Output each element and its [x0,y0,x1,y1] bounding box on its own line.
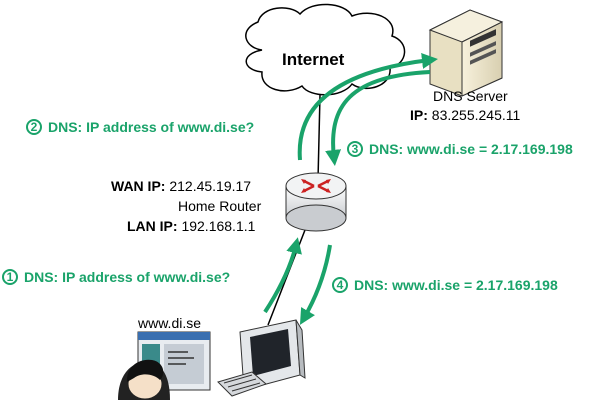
dns-server-ip-label: IP: [410,107,428,123]
dns-server-ip-row: IP: 83.255.245.11 [410,107,520,123]
router-wan-ip: 212.45.19.17 [169,178,252,194]
router-wan-row: WAN IP: 212.45.19.17 [111,178,251,194]
computer-icon [217,319,306,397]
arrow-4 [299,244,332,325]
router-name: Home Router [178,198,262,214]
home-router-icon [285,172,347,232]
step-3: 3 DNS: www.di.se = 2.17.169.198 [347,140,573,158]
router-wan-label: WAN IP: [111,178,166,194]
step-1: 1 DNS: IP address of www.di.se? [2,268,230,286]
router-lan-row: LAN IP: 192.168.1.1 [127,218,255,234]
cloud-router-link [317,94,321,181]
browser-url: www.di.se [138,315,202,331]
cloud-label: Internet [282,50,345,69]
internet-cloud [245,3,406,96]
dns-server-ip: 83.255.245.11 [431,107,521,123]
arrow-3 [325,70,431,166]
arrow-1 [263,237,302,314]
step-2: 2 DNS: IP address of www.di.se? [26,118,254,136]
step-2-number: 2 [26,119,42,135]
dns-server-name: DNS Server [433,88,508,104]
user-icon [118,359,170,400]
router-lan-ip: 192.168.1.1 [181,218,256,234]
step-4: 4 DNS: www.di.se = 2.17.169.198 [332,276,558,294]
step-1-text: DNS: IP address of www.di.se? [24,269,231,285]
arrow-2 [297,53,438,161]
step-1-number: 1 [2,269,18,285]
step-3-text: DNS: www.di.se = 2.17.169.198 [369,141,573,157]
step-4-text: DNS: www.di.se = 2.17.169.198 [354,277,558,293]
step-3-number: 3 [347,141,363,157]
dns-server-icon [428,9,504,97]
step-4-number: 4 [332,277,348,293]
step-2-text: DNS: IP address of www.di.se? [48,119,255,135]
router-lan-label: LAN IP: [127,218,178,234]
